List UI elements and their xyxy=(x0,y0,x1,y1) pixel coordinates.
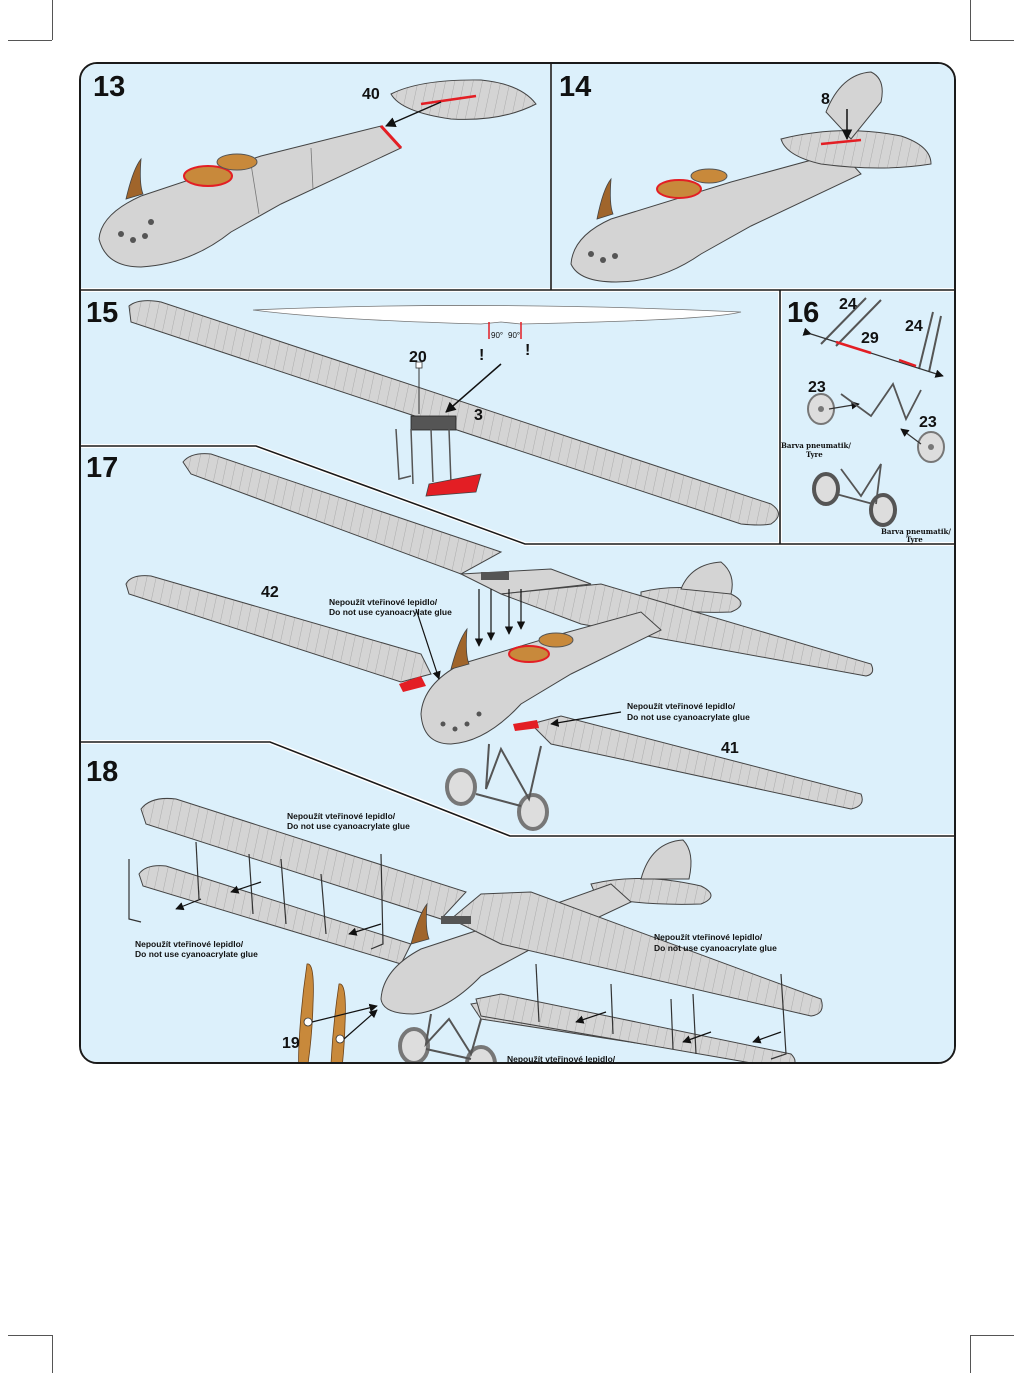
step-13-arrow xyxy=(385,101,442,128)
step-14-fuselage xyxy=(570,151,862,283)
step-16-wheel-l xyxy=(807,393,835,425)
step-18-strut-arrows-right xyxy=(575,1011,782,1044)
step-18-note-2-line1: Nepoužít vteřinové lepidlo/ xyxy=(135,939,244,949)
step-18-propeller-18 xyxy=(330,983,346,1062)
step-18-prop-label-b: 18 xyxy=(344,1061,362,1062)
step-18-plate xyxy=(441,916,471,924)
step-16-tyre-note-r1: Barva pneumatik/ xyxy=(881,527,951,536)
step-16-axle-glue-r xyxy=(898,358,917,368)
step-17-plate xyxy=(481,572,509,580)
step-15-pin-head xyxy=(415,361,423,369)
step-13-fuselage xyxy=(98,124,403,268)
step-16-tyre-note-l2: Tyre xyxy=(806,450,823,459)
step-18-note-1-line2: Do not use cyanoacrylate glue xyxy=(287,821,410,831)
step-13-stabilizer xyxy=(390,79,537,120)
step-15-cabane-struts xyxy=(395,428,452,485)
step-18-upper-wing-right xyxy=(450,891,823,1017)
step-17-landing-gear xyxy=(445,743,549,831)
crop-mark-br-h xyxy=(970,1335,1014,1336)
step-16-tyre-note-l1: Barva pneumatik/ xyxy=(781,441,851,450)
step-14-fin xyxy=(825,71,883,140)
step-18-prop-label-a: 19 xyxy=(282,1035,300,1052)
instruction-artwork: 13 40 14 8 15 90° 90° ! ! 20 3 xyxy=(81,64,954,1062)
step-17-note-1-line2: Do not use cyanoacrylate glue xyxy=(329,607,452,617)
panel-step-17 xyxy=(81,448,954,834)
step-16-frame xyxy=(840,382,922,422)
step-17-glue-right xyxy=(513,720,539,731)
step-15-lower-wing xyxy=(128,300,779,526)
crop-mark-tl-h xyxy=(8,40,52,41)
step-17-glue-left xyxy=(399,676,426,692)
step-18-upper-wing-left xyxy=(140,798,467,920)
step-17-note-2-line2: Do not use cyanoacrylate glue xyxy=(627,712,750,722)
panel-dividers xyxy=(81,64,954,837)
step-17-number: 17 xyxy=(86,452,118,484)
step-16-wheel-r xyxy=(917,431,945,463)
step-17-part-b: 41 xyxy=(721,740,739,757)
step-16-strut-r-label: 24 xyxy=(905,318,923,335)
step-15-part-b: 3 xyxy=(474,407,483,424)
step-14-part-label: 8 xyxy=(821,91,830,108)
step-18-interplane-struts-right xyxy=(535,963,787,1060)
step-18-number: 18 xyxy=(86,756,118,788)
step-17-strut-arrows xyxy=(415,589,622,727)
step-17-note-2-line1: Nepoužít vteřinové lepidlo/ xyxy=(627,701,736,711)
crop-mark-tr-v xyxy=(970,0,971,40)
step-18-note-2-line2: Do not use cyanoacrylate glue xyxy=(135,949,258,959)
step-18-note-4-line1: Nepoužít vteřinové lepidlo/ xyxy=(507,1054,616,1062)
step-16-arrow-l xyxy=(828,401,860,410)
crop-mark-bl-v xyxy=(52,1335,53,1373)
step-16-assembled-gear xyxy=(812,463,897,527)
step-18-interplane-struts-left xyxy=(128,841,384,950)
step-16-arrow-r xyxy=(900,428,922,445)
crop-mark-br-v xyxy=(970,1335,971,1373)
step-16-wheel-l-label: 23 xyxy=(808,379,826,396)
step-15-arrow xyxy=(445,363,502,413)
step-17-part-a: 42 xyxy=(261,584,279,601)
step-16-axle-label: 29 xyxy=(861,330,879,347)
step-14-glue-line xyxy=(820,138,862,146)
step-18-note-3-line2: Do not use cyanoacrylate glue xyxy=(654,943,777,953)
step-16-axle-glue-l xyxy=(835,340,872,355)
step-18-fin xyxy=(640,839,692,880)
step-18-lower-wing-left xyxy=(138,865,412,965)
step-16-axle xyxy=(802,327,944,378)
step-15-warn-right: ! xyxy=(525,342,530,359)
step-17-upper-wing xyxy=(182,453,503,575)
step-15-angle-right: 90° xyxy=(508,331,520,340)
step-18-note-1-line1: Nepoužít vteřinové lepidlo/ xyxy=(287,811,396,821)
step-13-part-label: 40 xyxy=(362,86,380,103)
step-18-note-3-line1: Nepoužít vteřinové lepidlo/ xyxy=(654,932,763,942)
step-15-number: 15 xyxy=(86,297,118,329)
step-16-wheel-r-label: 23 xyxy=(919,414,937,431)
step-18-lower-wing-right-main xyxy=(475,993,796,1062)
crop-mark-tl-v xyxy=(52,0,53,40)
step-15-wing-front-view xyxy=(252,305,742,325)
step-17-fin xyxy=(680,561,733,595)
step-15-part-a: 20 xyxy=(409,349,427,366)
step-16-tyre-note-r2: Tyre xyxy=(906,535,923,544)
step-13-glue-line xyxy=(420,94,477,106)
step-17-starboard-wing xyxy=(500,583,874,677)
step-14-number: 14 xyxy=(559,71,591,103)
instruction-sheet: 13 40 14 8 15 90° 90° ! ! 20 3 xyxy=(79,62,956,1064)
step-18-prop-arrows xyxy=(311,1003,378,1040)
step-18-landing-gear xyxy=(398,1013,497,1062)
step-15-warn-left: ! xyxy=(479,347,484,364)
step-16-strut-l-label: 24 xyxy=(839,296,857,313)
step-15-red-part xyxy=(425,473,482,497)
step-16-number: 16 xyxy=(787,297,819,329)
crop-mark-tr-h xyxy=(970,40,1014,41)
step-17-note-1-line1: Nepoužít vteřinové lepidlo/ xyxy=(329,597,438,607)
step-15-angle-left: 90° xyxy=(491,331,503,340)
step-15-centre-plate xyxy=(410,415,457,431)
step-13-number: 13 xyxy=(93,71,125,103)
crop-mark-bl-h xyxy=(8,1335,52,1336)
step-17-lower-wing-right xyxy=(530,715,863,810)
step-17-fuselage xyxy=(420,611,662,745)
step-18-strut-arrows-left xyxy=(175,881,382,936)
